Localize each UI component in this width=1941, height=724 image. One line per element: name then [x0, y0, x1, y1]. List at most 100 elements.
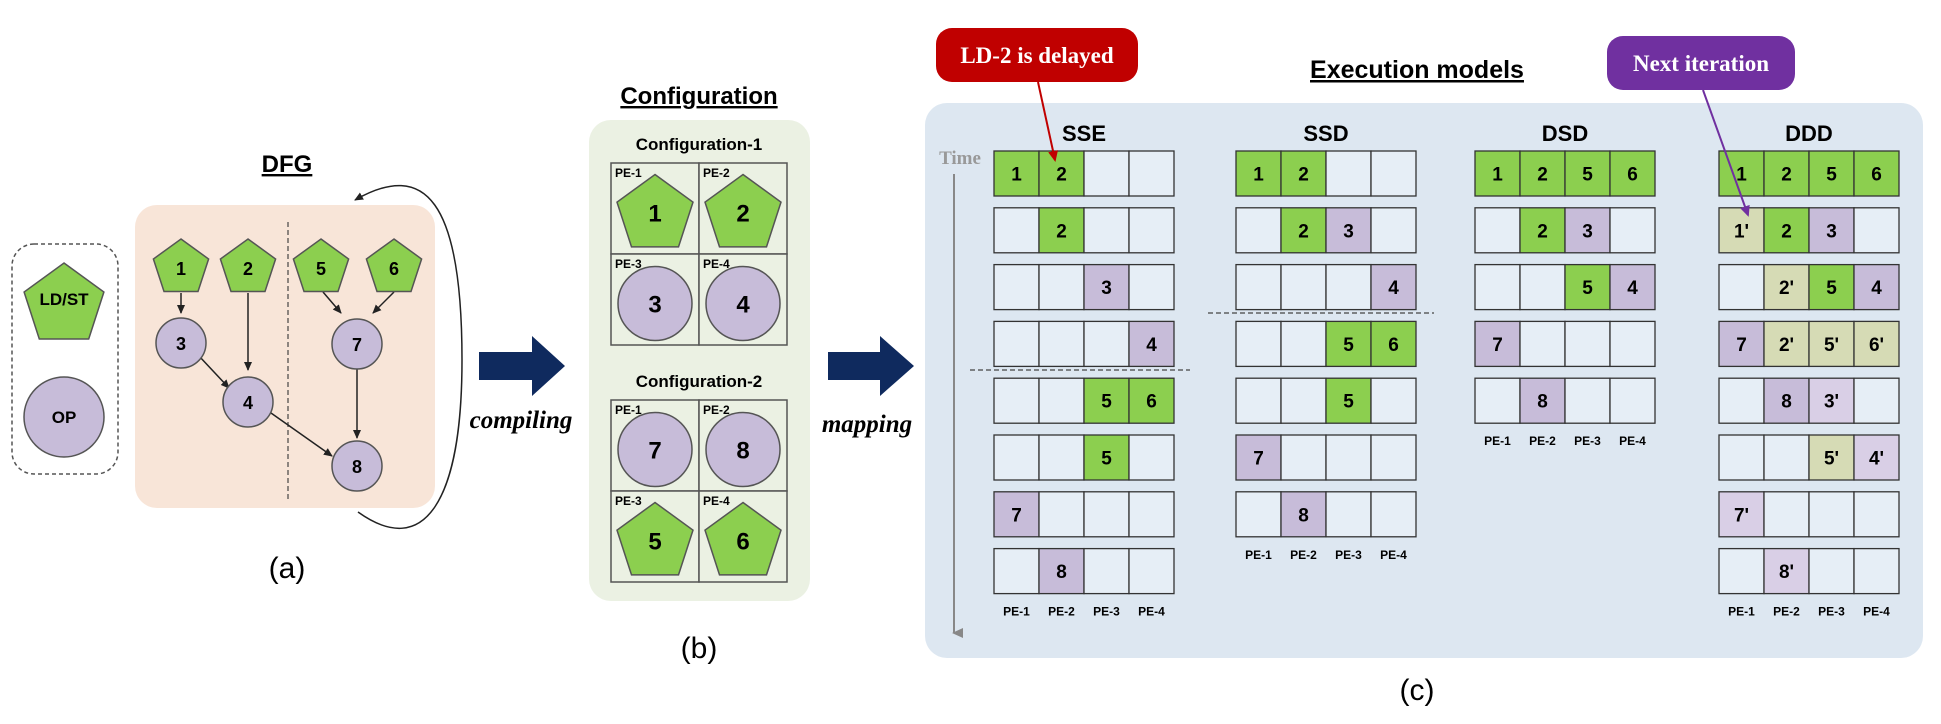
schedule-cell-label: 6: [1871, 165, 1882, 186]
schedule-cell: [1763, 263, 1810, 311]
schedule-cell-label: 6': [1869, 335, 1884, 356]
dfg-node: 7: [331, 318, 383, 370]
schedule-cell: [1763, 150, 1810, 197]
schedule-cell: [993, 377, 1040, 424]
ldst-node-shape: [616, 501, 694, 576]
schedule-cell: [1853, 150, 1900, 197]
dfg-edge: [322, 291, 342, 314]
schedule-cell: [1083, 320, 1130, 368]
schedule-cell-label: 6: [1627, 165, 1638, 186]
schedule-cell: [1083, 491, 1130, 538]
delayed-callout-text: LD-2 is delayed: [960, 43, 1114, 68]
schedule-cell: [1128, 377, 1175, 424]
schedule-cell: [1808, 547, 1855, 595]
schedule-cell: [1235, 150, 1282, 197]
dfg-node-label: 8: [352, 457, 362, 477]
schedule-cell-label: 1: [1011, 165, 1022, 186]
schedule-cell-label: 7: [1736, 335, 1747, 356]
schedule-cell: [1038, 150, 1085, 197]
schedule-cell: [1083, 263, 1130, 311]
pe-column-label: PE-2: [1529, 434, 1556, 448]
pe-column-label: PE-3: [1818, 605, 1845, 619]
configured-node-label: 8: [736, 438, 749, 465]
schedule-cell: [1853, 320, 1900, 368]
schedule-cell: [1235, 434, 1282, 481]
schedule-cell: [1609, 320, 1656, 368]
schedule-cell: [1325, 263, 1372, 311]
schedule-cell: [1763, 434, 1810, 481]
schedule-cell: [1038, 491, 1085, 538]
caption-b: (b): [681, 632, 718, 665]
schedule-cell: [1083, 547, 1130, 595]
legend-op-label: OP: [52, 408, 77, 427]
schedule-cell: [1718, 263, 1765, 311]
schedule-cell: [1325, 320, 1372, 368]
next-iteration-callout: Next iteration: [1607, 36, 1795, 217]
schedule-cell: [1853, 491, 1900, 538]
ldst-shape-icon: [23, 262, 105, 340]
schedule-cell-label: 2: [1781, 165, 1792, 186]
schedule-cell: [1235, 377, 1282, 424]
schedule-cell: [1853, 263, 1900, 311]
schedule-cell: [1370, 377, 1417, 424]
schedule-cell: [1128, 320, 1175, 368]
schedule-cell: [1808, 263, 1855, 311]
dfg-loop-edge: [354, 184, 463, 530]
schedule-cell-label: 5': [1824, 449, 1839, 470]
schedule-cell-label: 2: [1056, 165, 1067, 186]
schedule-cell: [1235, 320, 1282, 368]
dfg-edge: [198, 355, 230, 389]
op-node-shape: [705, 411, 781, 488]
next-iteration-text: Next iteration: [1633, 51, 1769, 76]
legend: LD/ST OP: [11, 243, 119, 475]
schedule-cell: [1564, 263, 1611, 311]
dfg-node-label: 1: [176, 259, 186, 279]
configured-node-label: 5: [648, 529, 661, 556]
schedule-cell: [1370, 263, 1417, 311]
dfg-edge: [372, 291, 395, 314]
schedule-cell-label: 5: [1826, 278, 1837, 299]
schedule-cell: [1038, 434, 1085, 481]
schedule-cell-label: 3: [1582, 221, 1593, 242]
pe-column-label: PE-1: [1728, 605, 1755, 619]
ldst-node-shape: [152, 238, 210, 293]
schedule-cell-label: 2': [1779, 335, 1794, 356]
dfg-node-label: 5: [316, 259, 326, 279]
dfg-node: 8: [331, 440, 383, 492]
schedule-cell: [1235, 263, 1282, 311]
schedule-cell: [1718, 377, 1765, 424]
schedule-cell-label: 5': [1824, 335, 1839, 356]
schedule-cell: [1718, 547, 1765, 595]
dfg-node: 2: [219, 238, 277, 293]
schedule-cell-label: 7: [1011, 505, 1022, 526]
schedule-cell: [1280, 263, 1327, 311]
delayed-pointer: [1037, 81, 1058, 162]
schedule-cell: [1128, 547, 1175, 595]
schedule-cell-label: 1': [1734, 221, 1749, 242]
delayed-callout: LD-2 is delayed: [936, 28, 1138, 162]
pe-column-label: PE-4: [1138, 605, 1165, 619]
schedule-cell: [1083, 377, 1130, 424]
schedule-cell: [1763, 320, 1810, 368]
schedule-cell-label: 1: [1492, 165, 1503, 186]
dfg-node-label: 4: [243, 393, 253, 413]
op-node-shape: [331, 440, 383, 492]
schedule-cell: [993, 491, 1040, 538]
schedule-cell-label: 8: [1781, 392, 1792, 413]
schedule-cell: [1609, 263, 1656, 311]
dfg-edge: [270, 412, 333, 457]
model-name: SSD: [1303, 121, 1348, 146]
pe-column-label: PE-4: [1863, 605, 1890, 619]
schedule-cell-label: 3: [1343, 221, 1354, 242]
schedule-cell-label: 7': [1734, 505, 1749, 526]
caption-c: (c): [1400, 674, 1435, 707]
schedule-cell: [1038, 547, 1085, 595]
mapping-arrow-shape: [828, 336, 914, 396]
schedule-cell: [1718, 320, 1765, 368]
schedule-cell: [1280, 491, 1327, 538]
configuration-panel: Configuration Configuration-1PE-11PE-22P…: [589, 83, 810, 665]
next-iteration-box: [1607, 36, 1795, 90]
